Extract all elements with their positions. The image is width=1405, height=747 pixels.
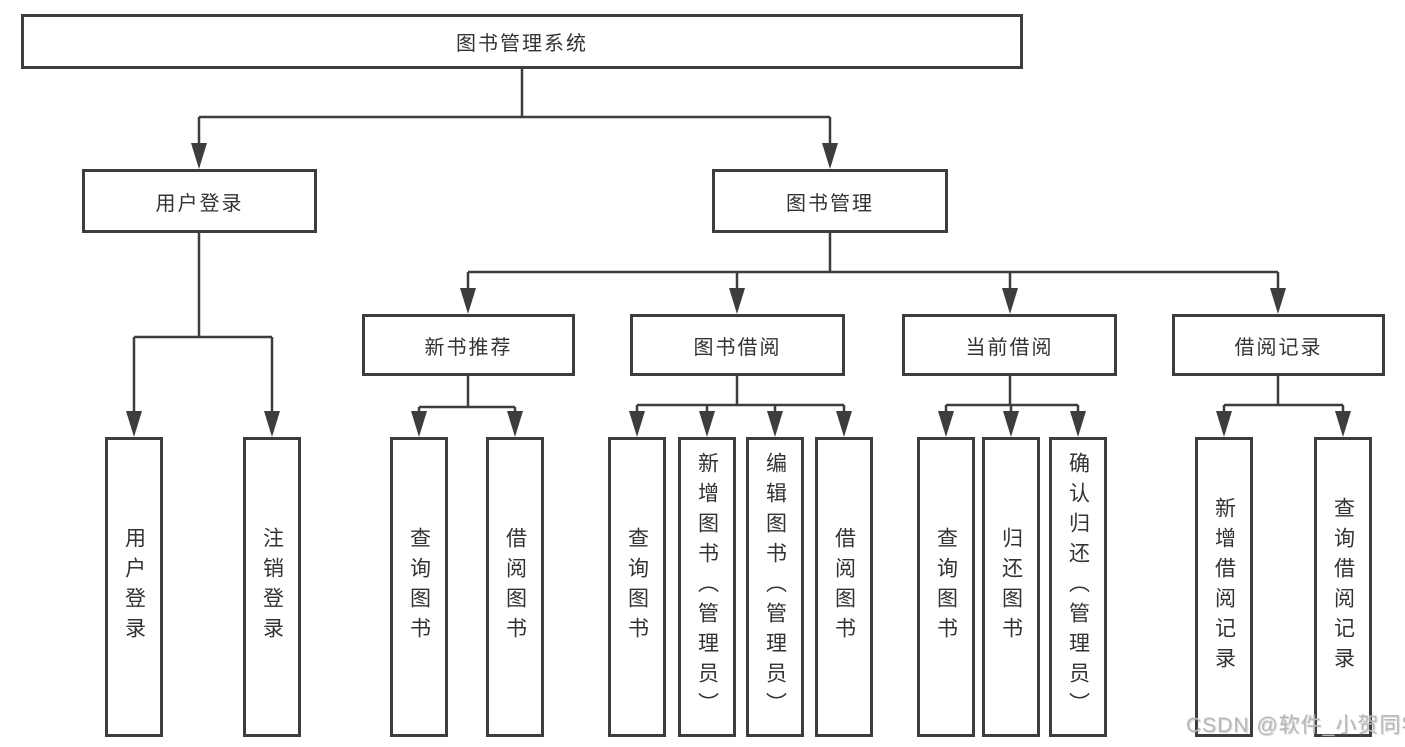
node-book-borrow: 图书借阅 [630,314,845,376]
leaf-user-login-label: 用户登录 [122,527,146,647]
leaf-confirm-return-admin: 确认归还（管理员） [1049,437,1107,737]
leaf-logout-label: 注销登录 [260,527,284,647]
leaf-rec-borrow-books-label: 借阅图书 [503,527,527,647]
leaf-logout: 注销登录 [243,437,301,737]
node-root: 图书管理系统 [21,14,1023,69]
node-borrow-records-label: 借阅记录 [1234,336,1323,359]
leaf-query-borrow-record: 查询借阅记录 [1314,437,1372,737]
node-book-borrow-label: 图书借阅 [693,336,782,359]
watermark: CSDN @软件_小贺同学 [1186,714,1405,737]
node-new-book-recommend-label: 新书推荐 [424,336,513,359]
leaf-current-query-books: 查询图书 [917,437,975,737]
arrowheads [126,143,1351,437]
leaf-borrow-query-books: 查询图书 [608,437,666,737]
leaf-user-login: 用户登录 [105,437,163,737]
leaf-edit-books-admin-label: 编辑图书（管理员） [763,452,787,722]
leaf-borrow-books-label: 借阅图书 [832,527,856,647]
leaf-confirm-return-admin-label: 确认归还（管理员） [1066,452,1090,722]
leaf-rec-query-books-label: 查询图书 [407,527,431,647]
leaf-current-query-books-label: 查询图书 [934,527,958,647]
node-current-borrow: 当前借阅 [902,314,1117,376]
leaf-query-borrow-record-label: 查询借阅记录 [1331,497,1355,677]
leaf-borrow-query-books-label: 查询图书 [625,527,649,647]
node-book-management-label: 图书管理 [786,192,874,215]
leaf-add-books-admin: 新增图书（管理员） [678,437,736,737]
node-new-book-recommend: 新书推荐 [362,314,575,376]
node-current-borrow-label: 当前借阅 [965,336,1054,359]
node-user-login-label: 用户登录 [155,192,244,215]
tree-edges [132,69,1345,413]
node-borrow-records: 借阅记录 [1172,314,1385,376]
leaf-borrow-books: 借阅图书 [815,437,873,737]
leaf-rec-borrow-books: 借阅图书 [486,437,544,737]
node-root-label: 图书管理系统 [456,33,588,55]
leaf-rec-query-books: 查询图书 [390,437,448,737]
leaf-add-borrow-record-label: 新增借阅记录 [1212,497,1236,677]
leaf-add-borrow-record: 新增借阅记录 [1195,437,1253,737]
leaf-return-books-label: 归还图书 [999,527,1023,647]
node-book-management: 图书管理 [712,169,948,233]
node-user-login: 用户登录 [82,169,317,233]
leaf-edit-books-admin: 编辑图书（管理员） [746,437,804,737]
leaf-add-books-admin-label: 新增图书（管理员） [695,452,719,722]
leaf-return-books: 归还图书 [982,437,1040,737]
